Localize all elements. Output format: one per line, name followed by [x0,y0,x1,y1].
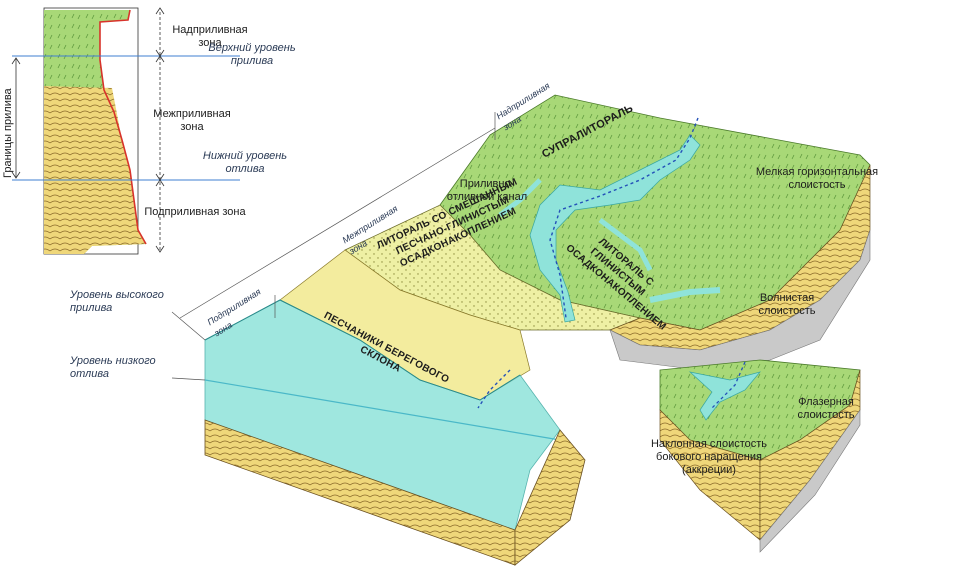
low-tide-waterline [204,379,561,441]
main-block [171,94,871,566]
column-dim-arrows [155,7,165,253]
tidal-channel-label: Приливно-отливной канал [446,178,528,203]
column-supratidal-label: Надприливная зона [172,24,248,49]
channel-flow-arrow [549,117,699,319]
strat-column [11,7,240,255]
shore-flow-arrow [477,369,511,409]
channel-branch-2 [498,178,542,217]
low-level-leader [171,377,206,381]
high-level-leader [171,311,206,341]
column-lower-level-label: Нижний уровень отлива [202,150,288,175]
column-profile-red [99,9,147,245]
wavy-label: Волнистая слоистость [758,292,816,317]
column-sand-fill [44,86,146,254]
right-base-gray [609,229,871,371]
fine-horizontal-label: Мелкая горизонтальная слоистость [755,166,879,191]
high-tide-level-label: Уровень высокого прилива [70,289,164,314]
inset-channel [688,371,761,421]
inclined-label: Наклонная слоистость бокового наращения … [650,438,768,476]
inset-flow-arrow [711,361,746,409]
tidal-range-arrows [11,57,21,179]
channel-branch-3 [649,287,721,303]
low-tide-level-label: Уровень низкого отлива [70,355,156,380]
tidal-boundaries-label: Границы прилива [2,88,14,178]
tidal-channel [529,134,701,323]
inset-block [659,359,861,553]
front-corner-layers [514,429,586,566]
zone-guide-line [179,127,496,319]
channel-branch-1 [598,218,653,272]
flaser-label: Флазерная слоистость [797,396,855,421]
column-subtidal-label: Подприливная зона [144,206,246,218]
inset-base-gray [759,409,861,553]
column-intertidal-label: Межприливная зона [153,108,231,133]
column-upper-level-label: Верхний уровень прилива [208,42,296,67]
water-surface-edge [204,299,521,401]
